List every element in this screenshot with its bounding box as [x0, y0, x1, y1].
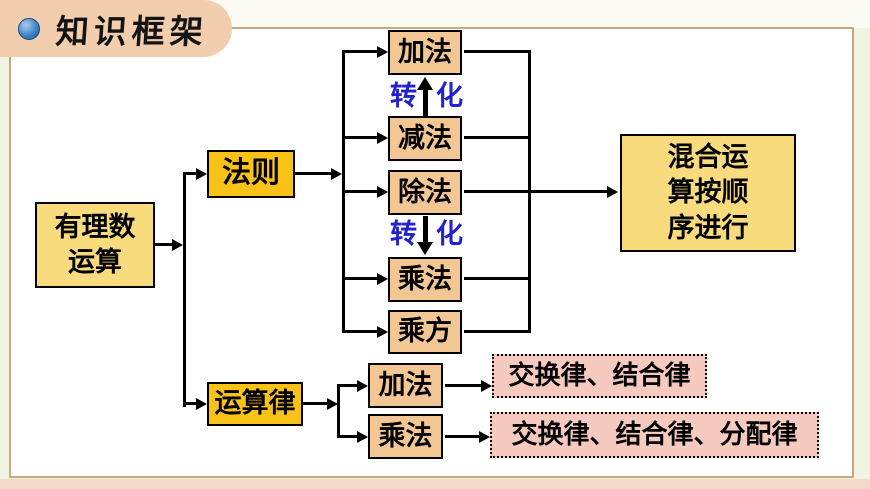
arrowhead-to-add [377, 46, 388, 58]
connector-root-trunk [183, 172, 186, 407]
node-root-line2: 运算 [68, 247, 122, 277]
transform-down-shaft [423, 216, 428, 243]
connector-to-add [345, 50, 377, 53]
arrowhead-to-add-result [481, 380, 492, 392]
transform-up-shaft [423, 89, 428, 116]
transform-up-right-label: 化 [436, 81, 463, 111]
arrowhead-to-rules [196, 168, 207, 180]
connector-to-sub [345, 136, 377, 139]
arrowhead-to-law-add [357, 380, 368, 392]
connector-sub-right [464, 136, 530, 139]
arrowhead-laws-out [327, 398, 338, 410]
node-mixed-line2: 算按顺 [667, 177, 749, 208]
transform-up-left-label: 转 [390, 81, 417, 111]
connector-laws-out [303, 402, 330, 405]
node-mixed-line1: 混合运 [667, 142, 749, 173]
connector-to-law-mul [340, 435, 359, 438]
transform-down-right-label: 化 [436, 219, 463, 249]
node-law-mul: 乘法 [368, 414, 443, 459]
bullet-sphere-icon [18, 17, 40, 40]
connector-to-mul [345, 277, 377, 280]
node-op-pow: 乘方 [388, 310, 462, 354]
connector-to-rules [183, 172, 198, 175]
arrowhead-to-mul [377, 273, 388, 285]
connector-ops-trunk [342, 50, 345, 333]
connector-rules-out [295, 172, 333, 175]
connector-pow-right [464, 330, 530, 333]
arrowhead-to-sub [377, 132, 388, 144]
node-add-result: 交换律、结合律 [492, 354, 707, 398]
arrowhead-to-mixed [607, 186, 618, 198]
arrowhead-to-laws [196, 398, 207, 410]
node-law-add: 加法 [368, 363, 443, 408]
connector-to-law-add [340, 384, 359, 387]
arrowhead-rules-out [331, 168, 342, 180]
node-mul-result: 交换律、结合律、分配律 [490, 412, 819, 458]
connector-laws-trunk [337, 384, 340, 438]
arrowhead-to-law-mul [357, 431, 368, 443]
node-root: 有理数 运算 [35, 202, 155, 288]
node-mixed-result: 混合运 算按顺 序进行 [620, 134, 796, 252]
node-root-line1: 有理数 [54, 211, 136, 242]
connector-add-right [464, 50, 530, 53]
connector-to-div [345, 190, 377, 193]
transform-down-left-label: 转 [390, 219, 417, 249]
page-title: 知识框架 [54, 11, 210, 51]
bottom-strip [0, 479, 870, 489]
node-laws: 运算律 [207, 382, 303, 426]
connector-to-laws [183, 402, 198, 405]
arrowhead-to-pow [377, 326, 388, 338]
arrowhead-to-div [377, 186, 388, 198]
node-op-mul: 乘法 [388, 257, 462, 302]
connector-to-mul-result [445, 435, 481, 438]
node-rules: 法则 [207, 150, 295, 198]
arrowhead-to-mul-result [479, 431, 490, 443]
connector-to-pow [345, 330, 377, 333]
arrowhead-root-out [172, 239, 183, 251]
title-banner: 知识框架 [0, 0, 232, 57]
connector-to-mixed [464, 190, 609, 193]
connector-root-out [155, 243, 177, 246]
transform-down-arrow-icon [417, 242, 433, 255]
node-op-add: 加法 [388, 30, 462, 75]
node-mixed-line3: 序进行 [667, 212, 749, 243]
node-op-div: 除法 [388, 170, 462, 215]
node-op-sub: 减法 [388, 116, 462, 161]
connector-to-add-result [445, 384, 483, 387]
connector-mul-right [464, 277, 530, 280]
transform-up-arrow-icon [417, 77, 433, 90]
